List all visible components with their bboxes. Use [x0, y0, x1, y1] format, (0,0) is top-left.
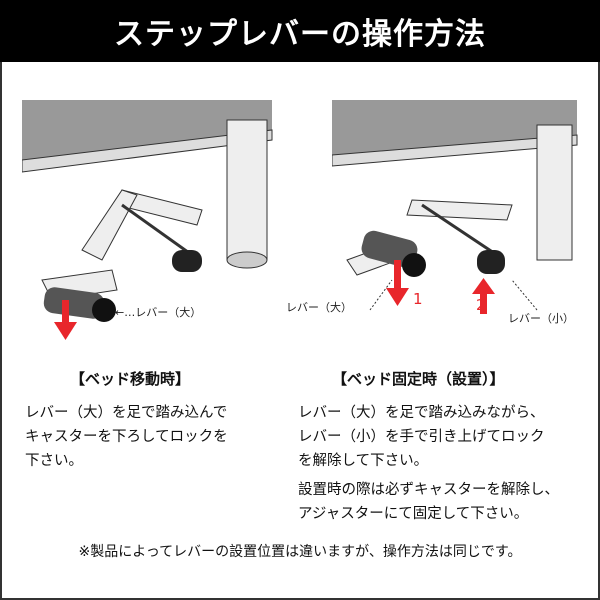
lever-large-label: レバー（大） [286, 301, 352, 314]
heading-moving: 【ベッド移動時】 [70, 370, 191, 388]
illustration-fixing [332, 100, 578, 314]
step-1-label: 1 [413, 290, 423, 308]
page-title: ステップレバーの操作方法 [0, 0, 600, 62]
instructions-moving: レバー（大）を足で踏み込んで キャスターを下ろしてロックを 下さい。 [25, 405, 228, 469]
illustration-moving [22, 100, 273, 340]
footnote: ※製品によってレバーの設置位置は違いますが、操作方法は同じです。 [78, 544, 522, 560]
heading-fixing: 【ベッド固定時（設置）】 [332, 370, 505, 388]
instructions-fixing: レバー（大）を足で踏み込みながら、 レバー（小）を手で引き上げてロック を解除し… [298, 405, 545, 469]
lever-small-label: レバー（小） [508, 312, 574, 325]
step-2-label: 2 [476, 296, 486, 314]
instructions-installation: 設置時の際は必ずキャスターを解除し、 アジャスターにて固定して下さい。 [298, 482, 559, 522]
lever-large-label-left: ←…レバー（大） [115, 306, 202, 319]
